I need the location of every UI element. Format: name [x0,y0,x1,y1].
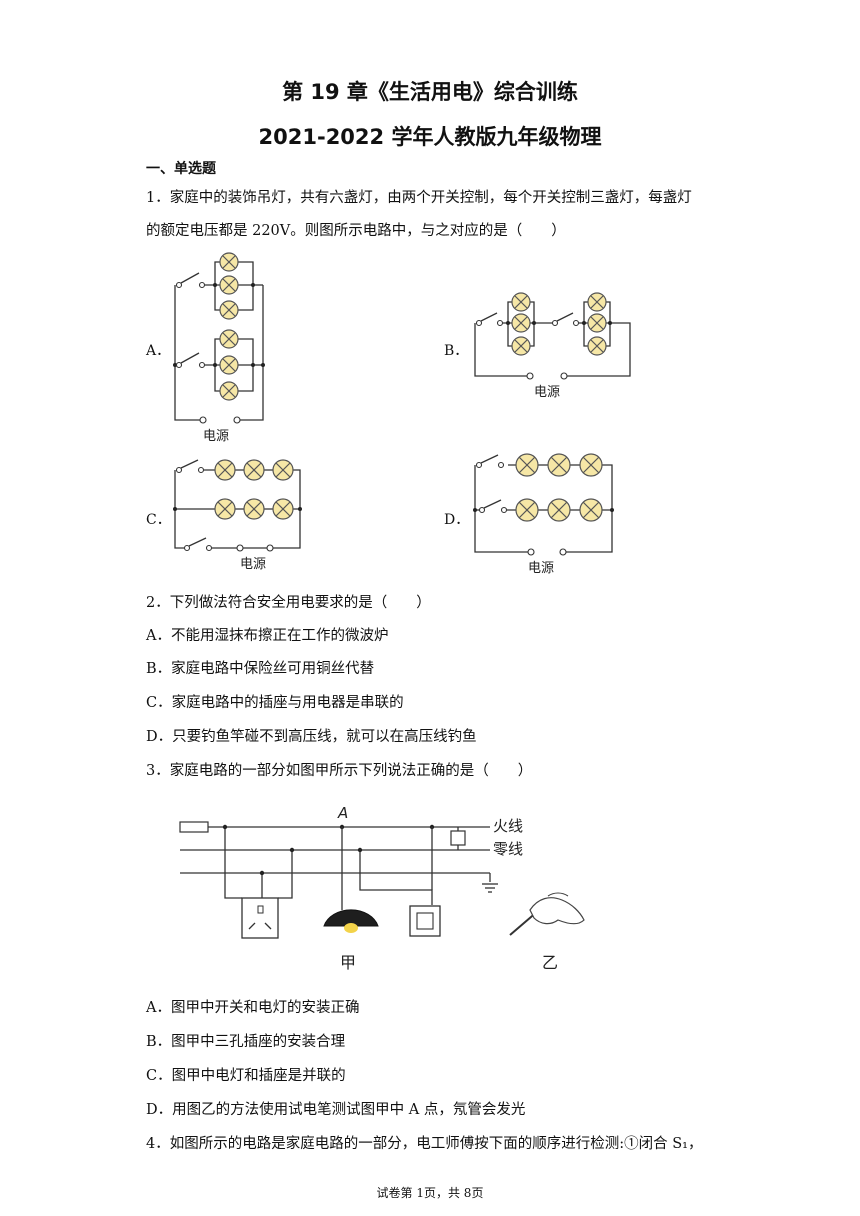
q1-circuit-a: 电源 [173,252,265,444]
q1-option-a-label[interactable]: A． [146,343,171,359]
q3-option-c[interactable]: C．图甲中电灯和插座是并联的 [146,1068,346,1084]
page-subtitle: 2021-2022 学年人教版九年级物理 [258,125,602,149]
test-pen-hand-icon [509,892,585,936]
point-a-label: A [337,804,348,822]
q2-option-b[interactable]: B．家庭电路中保险丝可用铜丝代替 [146,661,375,677]
question-2: 2．下列做法符合安全用电要求的是（ ） [146,595,431,611]
q2-option-a[interactable]: A．不能用湿抹布擦正在工作的微波炉 [146,628,389,644]
meter-icon [450,830,466,846]
page-footer: 试卷第 1页，共 8页 [376,1186,484,1200]
ground-icon [482,883,498,893]
lamp-icon [511,292,531,356]
lamp-icon [515,453,603,522]
question-1-line-1: 1．家庭中的装饰吊灯，共有六盏灯，由两个开关控制，每个开关控制三盏灯，每盏灯 [146,190,692,206]
q1-option-b-label[interactable]: B． [444,343,469,359]
q1-circuit-d: 电源 [473,453,614,576]
q3-option-b[interactable]: B．图甲中三孔插座的安装合理 [146,1034,346,1050]
q2-option-d[interactable]: D．只要钓鱼竿碰不到高压线，就可以在高压线钓鱼 [146,729,477,745]
q1-option-c-label[interactable]: C． [146,512,171,528]
power-source-label: 电源 [528,561,554,576]
question-1-line-2: 的额定电压都是 220V。则图所示电路中，与之对应的是（ ） [146,223,566,239]
lamp-icon [214,459,294,520]
ceiling-lamp-icon [323,909,379,933]
power-source-label: 电源 [534,385,560,400]
page-title: 第 19 章《生活用电》综合训练 [282,80,578,104]
wall-switch-icon [409,905,441,937]
fuse-icon [179,821,209,833]
q3-household-circuit: 火线 零线 A 甲 乙 [179,804,585,972]
q3-option-a[interactable]: A．图甲中开关和电灯的安装正确 [146,1000,360,1016]
power-source-label: 电源 [240,557,266,572]
neutral-wire-label: 零线 [493,840,523,858]
q2-option-c[interactable]: C．家庭电路中的插座与用电器是串联的 [146,695,404,711]
lamp-icon [219,252,239,320]
lamp-icon [587,292,607,356]
three-pin-socket-icon [241,897,279,939]
q1-circuit-c: 电源 [173,459,302,572]
power-source-label: 电源 [203,429,229,444]
question-3: 3．家庭电路的一部分如图甲所示下列说法正确的是（ ） [146,763,533,779]
lamp-icon [219,329,239,401]
q3-option-d[interactable]: D．用图乙的方法使用试电笔测试图甲中 A 点，氖管会发光 [146,1102,526,1118]
q1-option-d-label[interactable]: D． [444,512,470,528]
question-4-line-1: 4．如图所示的电路是家庭电路的一部分，电工师傅按下面的顺序进行检测:①闭合 S₁… [146,1136,703,1152]
q1-circuit-b: 电源 [474,292,631,400]
figure-jia-label: 甲 [340,953,356,972]
figure-yi-label: 乙 [542,953,558,972]
live-wire-label: 火线 [493,817,523,835]
section-heading-single-choice: 一、单选题 [146,161,216,177]
